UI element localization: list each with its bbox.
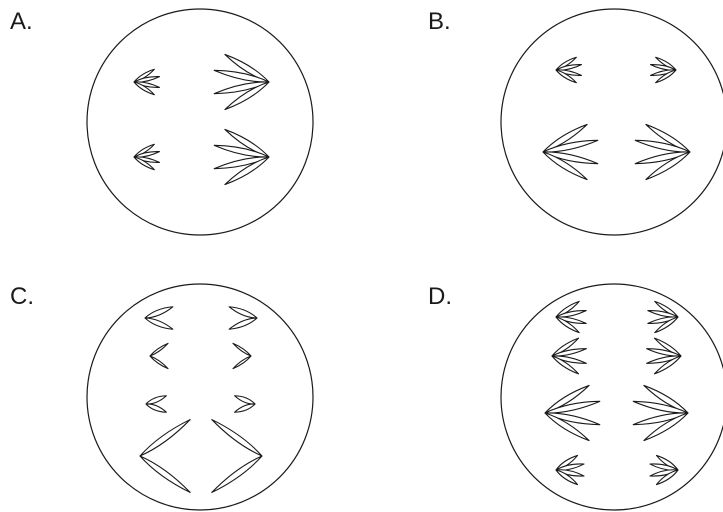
panel-label-d: D.: [428, 283, 452, 310]
chromosome-cluster-d3: [551, 337, 587, 375]
chromosome-arm: [232, 342, 252, 357]
chromosome-arm: [555, 469, 579, 486]
chromosome-arm: [228, 317, 258, 330]
chromosome-cluster-b2: [650, 56, 677, 84]
chromosome-cluster-a2: [133, 143, 160, 171]
chromosome-arm: [542, 139, 599, 153]
chromosome-arm: [634, 139, 691, 153]
chromosome-pair-c4: [232, 342, 252, 370]
chromosome-arm: [551, 355, 580, 375]
chromosome-arm: [144, 306, 174, 319]
chromosome-arm: [643, 412, 689, 442]
cell-outline-c: [86, 283, 314, 511]
cell-panel-a: [86, 8, 314, 236]
chromosome-arm: [646, 348, 682, 357]
chromosome-pair-c7: [139, 419, 191, 493]
chromosome-arm: [654, 316, 679, 334]
chromosome-arm: [211, 419, 263, 457]
cell-panel-b: [500, 8, 723, 236]
chromosome-pair-c5: [145, 395, 167, 413]
chromosome-cluster-a4: [213, 128, 270, 186]
chromosome-cluster-d2: [647, 300, 679, 334]
chromosome-arm: [224, 81, 270, 111]
chromosome-arm: [149, 342, 169, 357]
panel-label-a: A.: [10, 8, 33, 35]
chromosome-arm: [544, 412, 590, 442]
chromosome-arm: [213, 144, 270, 158]
chromosome-cluster-d7: [555, 454, 585, 486]
chromosome-cluster-b1: [555, 56, 582, 84]
chromosome-arm: [234, 395, 256, 405]
panel-label-b: B.: [428, 8, 451, 35]
chromosome-arm: [655, 469, 679, 486]
chromosome-arm: [144, 317, 174, 330]
chromosome-arm: [632, 400, 689, 414]
chromosome-cluster-b4: [634, 123, 691, 181]
chromosome-cluster-d4: [646, 337, 682, 375]
chromosome-arm: [232, 355, 252, 370]
chromosome-arm: [653, 355, 682, 375]
panel-label-c: C.: [10, 283, 34, 310]
cell-outline-b: [500, 8, 723, 236]
chromosome-arm: [133, 81, 155, 96]
chromosome-cluster-d6: [632, 384, 689, 442]
chromosome-arm: [133, 156, 155, 171]
chromosome-arm: [139, 455, 191, 493]
chromosome-pair-c8: [211, 419, 263, 493]
chromosome-arm: [145, 403, 167, 413]
chromosome-arm: [145, 395, 167, 405]
chromosome-cluster-d8: [649, 454, 679, 486]
chromosome-arm: [139, 419, 191, 457]
chromosome-pair-c1: [144, 306, 174, 330]
cell-panel-d: [500, 283, 723, 511]
cell-panel-c: [86, 283, 314, 511]
chromosome-cluster-a3: [213, 53, 270, 111]
chromosome-cluster-d5: [544, 384, 601, 442]
chromosome-arm: [555, 69, 577, 84]
chromosome-arm: [149, 355, 169, 370]
chromosome-arm: [551, 348, 587, 357]
chromosome-arm: [645, 151, 691, 181]
chromosome-arm: [542, 151, 588, 181]
chromosome-pair-c2: [228, 306, 258, 330]
chromosome-arm: [213, 69, 270, 83]
chromosome-arm: [211, 455, 263, 493]
chromosome-arm: [544, 400, 601, 414]
chromosome-arm: [555, 316, 580, 334]
chromosome-cluster-d1: [555, 300, 587, 334]
chromosome-arm: [655, 69, 677, 84]
chromosome-arm: [234, 403, 256, 413]
chromosome-cluster-b3: [542, 123, 599, 181]
cell-outline-a: [86, 8, 314, 236]
chromosome-pair-c3: [149, 342, 169, 370]
chromosome-arm: [224, 156, 270, 186]
cell-outline-d: [500, 283, 723, 511]
chromosome-pair-c6: [234, 395, 256, 413]
chromosome-cluster-a1: [133, 68, 160, 96]
chromosome-arm: [228, 306, 258, 319]
